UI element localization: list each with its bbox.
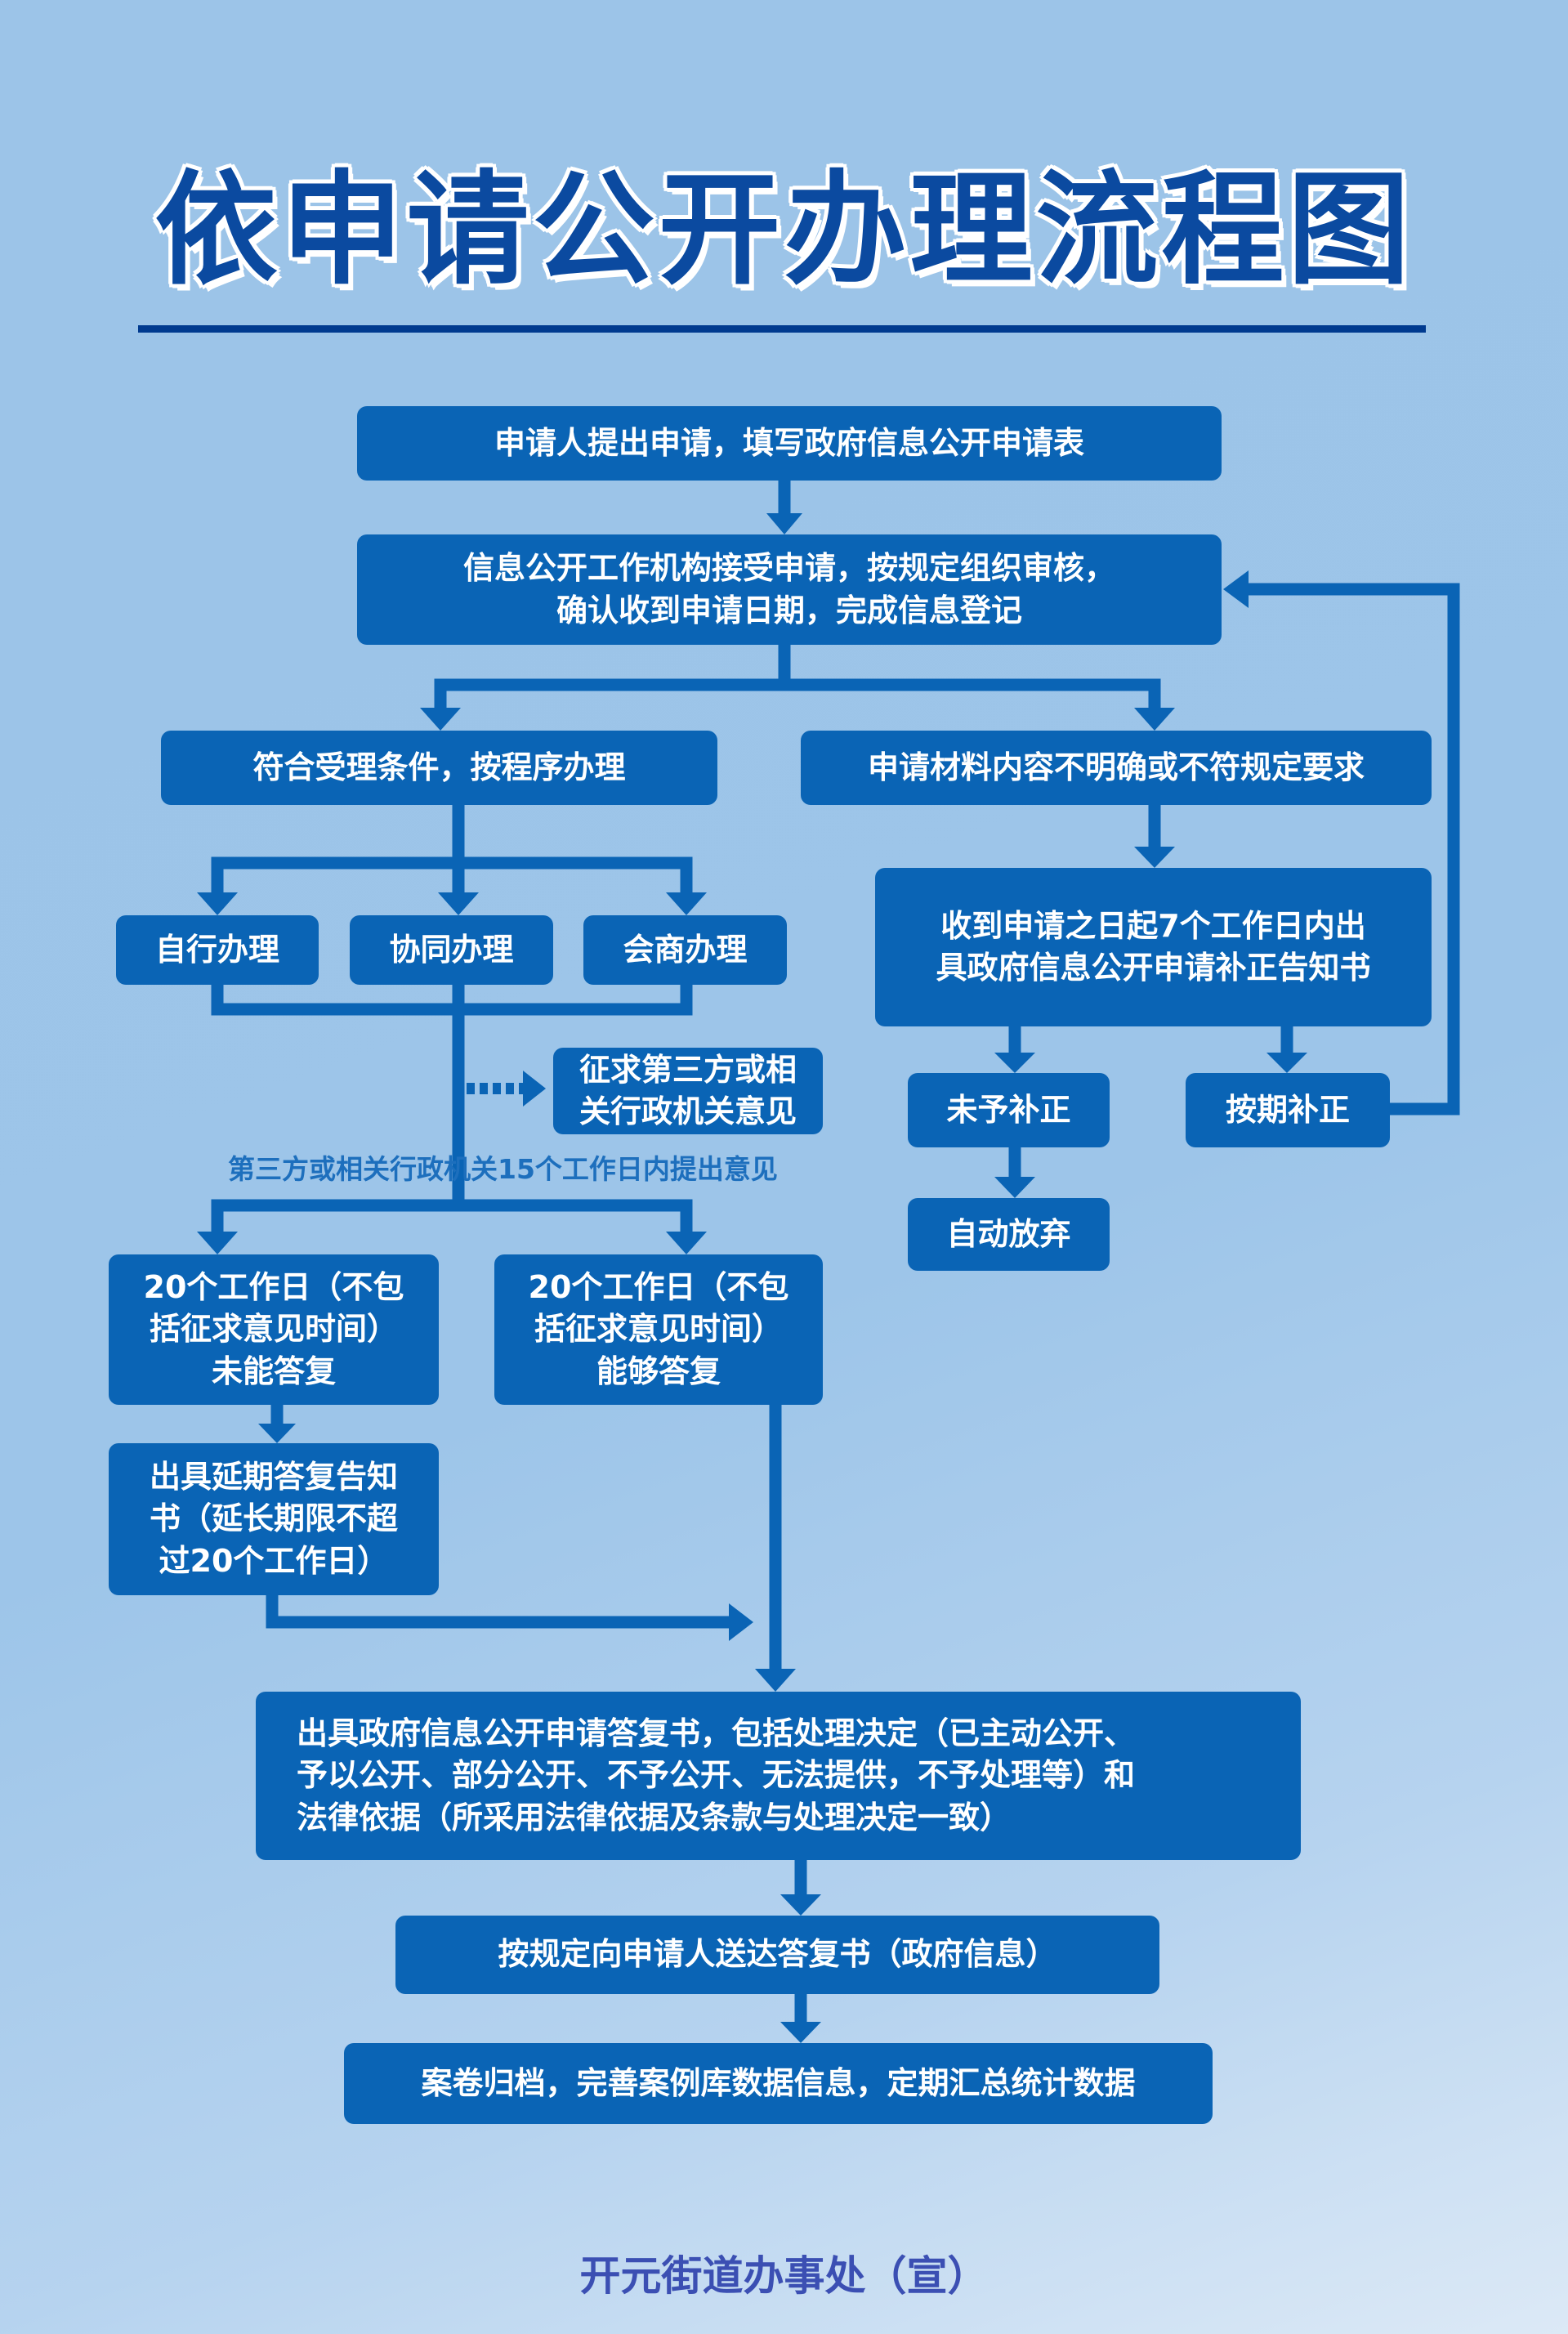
arrowhead [780, 1894, 821, 1916]
arrowhead [1223, 570, 1249, 608]
step-self: 自行办理 [116, 915, 319, 985]
arrowhead [523, 1071, 546, 1107]
page-title: 依申请公开办理流程图 [154, 159, 1414, 302]
arrowhead [780, 2022, 821, 2043]
arrowhead [197, 1232, 238, 1254]
arrowhead [755, 1669, 796, 1692]
connector-merge [211, 985, 693, 1016]
step-consult: 会商办理 [583, 915, 787, 985]
step-corrected-on-time: 按期补正 [1186, 1073, 1390, 1147]
step-archive: 案卷归档，完善案例库数据信息，定期汇总统计数据 [344, 2043, 1213, 2124]
arrowhead [197, 892, 238, 915]
step-extension: 出具延期答复告知 书（延长期限不超 过20个工作日） [109, 1443, 439, 1595]
connector-merge-down [211, 985, 465, 1234]
arrowhead [258, 1424, 296, 1443]
step-not-corrected: 未予补正 [908, 1073, 1110, 1147]
arrowhead [994, 1053, 1035, 1073]
connector-qualified-split [211, 805, 465, 895]
connector-accept-split [434, 645, 791, 711]
step-accept: 信息公开工作机构接受申请，按规定组织审核， 确认收到申请日期，完成信息登记 [357, 534, 1222, 645]
connector-extension-reply [266, 1595, 731, 1629]
arrowhead [666, 1232, 707, 1254]
connector-merge-right [458, 1199, 693, 1234]
arrowhead [438, 892, 479, 915]
footer-issuer: 开元街道办事处（宣） [579, 2252, 989, 2300]
arrowhead [1266, 1053, 1307, 1073]
step-correction-notice: 收到申请之日起7个工作日内出 具政府信息公开申请补正告知书 [875, 868, 1432, 1026]
arrowhead [1134, 708, 1175, 731]
step-can-reply: 20个工作日（不包 括征求意见时间） 能够答复 [494, 1254, 823, 1405]
third-party-note: 第三方或相关行政机关15个工作日内提出意见 [228, 1153, 778, 1185]
step-deliver: 按规定向申请人送达答复书（政府信息） [395, 1916, 1159, 1994]
arrowhead [729, 1603, 753, 1641]
title-divider [138, 325, 1426, 333]
step-qualified: 符合受理条件，按程序办理 [161, 731, 717, 805]
arrowhead [1134, 847, 1175, 868]
arrowhead [766, 513, 802, 534]
step-third-party: 征求第三方或相 关行政机关意见 [553, 1048, 823, 1134]
connector-qualified-consult [458, 856, 693, 895]
step-cannot-reply: 20个工作日（不包 括征求意见时间） 未能答复 [109, 1254, 439, 1405]
connector-corrected-loop [1246, 583, 1460, 1116]
arrowhead [420, 708, 461, 731]
arrowhead [666, 892, 707, 915]
step-unclear: 申请材料内容不明确或不符规定要求 [801, 731, 1432, 805]
step-cooperate: 协同办理 [350, 915, 553, 985]
step-apply: 申请人提出申请，填写政府信息公开申请表 [357, 406, 1222, 481]
connector-accept-unclear [784, 678, 1161, 711]
step-auto-abandon: 自动放弃 [908, 1198, 1110, 1271]
arrowhead [994, 1177, 1035, 1198]
step-reply-letter: 出具政府信息公开申请答复书，包括处理决定（已主动公开、 予以公开、部分公开、不予… [256, 1692, 1301, 1860]
